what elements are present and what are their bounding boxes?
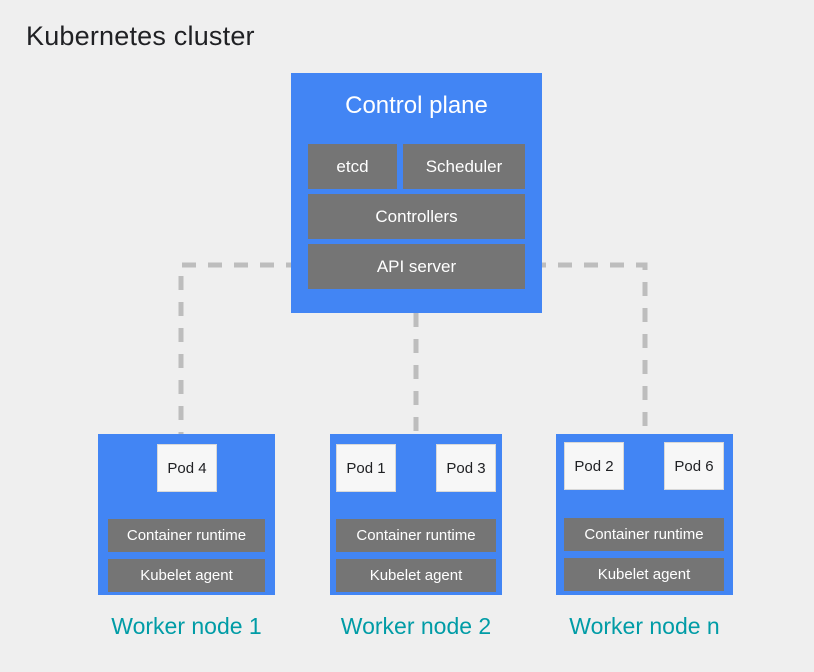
connector-control-plane-to-node-1	[178, 262, 300, 434]
control-plane-component-controllers[interactable]: Controllers	[308, 194, 525, 239]
worker-node-n-label: Worker node n	[569, 613, 720, 639]
connector-control-plane-to-node-n	[532, 262, 648, 434]
pod-box-node-n-1[interactable]: Pod 6	[664, 442, 724, 490]
kubelet-agent-node-2[interactable]: Kubelet agent	[336, 559, 496, 592]
control-plane-component-scheduler[interactable]: Scheduler	[403, 144, 525, 189]
pod-box-node-2-0[interactable]: Pod 1	[336, 444, 396, 492]
control-plane-title: Control plane	[345, 92, 488, 119]
pod-box-node-1-0[interactable]: Pod 4	[157, 444, 217, 492]
pod-box-node-n-0[interactable]: Pod 2	[564, 442, 624, 490]
container-runtime-node-2[interactable]: Container runtime	[336, 519, 496, 552]
worker-node-2-label: Worker node 2	[340, 613, 492, 639]
control-plane-component-etcd[interactable]: etcd	[308, 144, 397, 189]
page-title: Kubernetes cluster	[26, 21, 255, 51]
worker-node-1-box[interactable]: Pod 4 Container runtime Kubelet agent	[98, 434, 275, 595]
kubelet-agent-node-1[interactable]: Kubelet agent	[108, 559, 265, 592]
control-plane-component-api-server[interactable]: API server	[308, 244, 525, 289]
pod-box-node-2-1[interactable]: Pod 3	[436, 444, 496, 492]
worker-node-1-label: Worker node 1	[111, 613, 262, 639]
container-runtime-node-n[interactable]: Container runtime	[564, 518, 724, 551]
worker-node-n-box[interactable]: Pod 2 Pod 6 Container runtime Kubelet ag…	[556, 434, 733, 595]
control-plane-box[interactable]: Control plane etcd Scheduler Controllers…	[291, 73, 542, 313]
container-runtime-node-1[interactable]: Container runtime	[108, 519, 265, 552]
worker-node-2-box[interactable]: Pod 1 Pod 3 Container runtime Kubelet ag…	[330, 434, 502, 595]
kubelet-agent-node-n[interactable]: Kubelet agent	[564, 558, 724, 591]
